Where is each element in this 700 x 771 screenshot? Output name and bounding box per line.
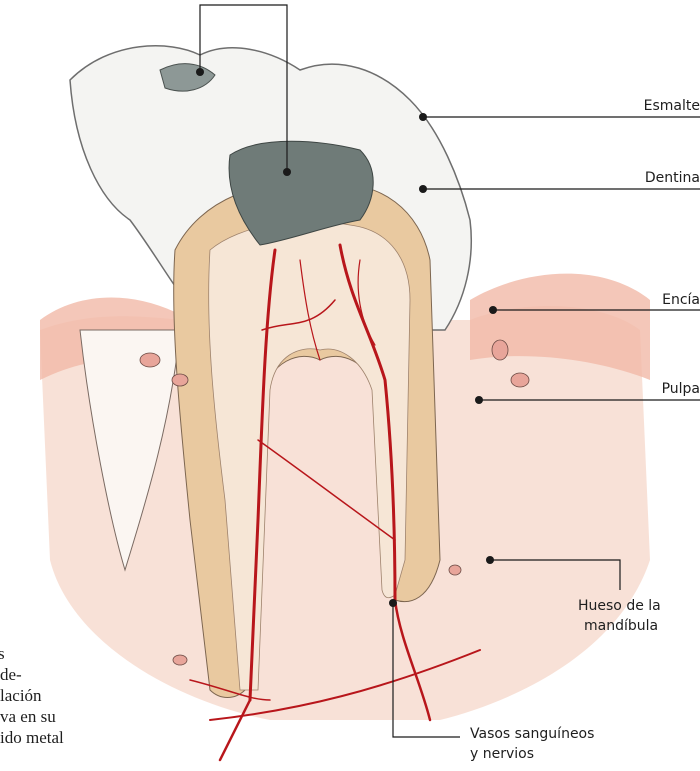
side-text-line3: lación: [0, 685, 42, 706]
label-esmalte: Esmalte: [615, 97, 700, 115]
label-hueso-line2: mandíbula: [584, 617, 658, 635]
side-text-line4: va en su: [0, 706, 56, 727]
label-dentina: Dentina: [615, 169, 700, 187]
label-vasos-line1: Vasos sanguíneos: [470, 725, 594, 743]
label-pulpa: Pulpa: [615, 380, 700, 398]
side-text-line2: de-: [0, 664, 22, 685]
side-text-line5: ido metal: [0, 727, 64, 748]
label-vasos-line2: y nervios: [470, 745, 534, 763]
label-encia: Encía: [615, 291, 700, 309]
label-hueso-line1: Hueso de la: [578, 597, 661, 615]
side-text-line1: s: [0, 643, 5, 664]
